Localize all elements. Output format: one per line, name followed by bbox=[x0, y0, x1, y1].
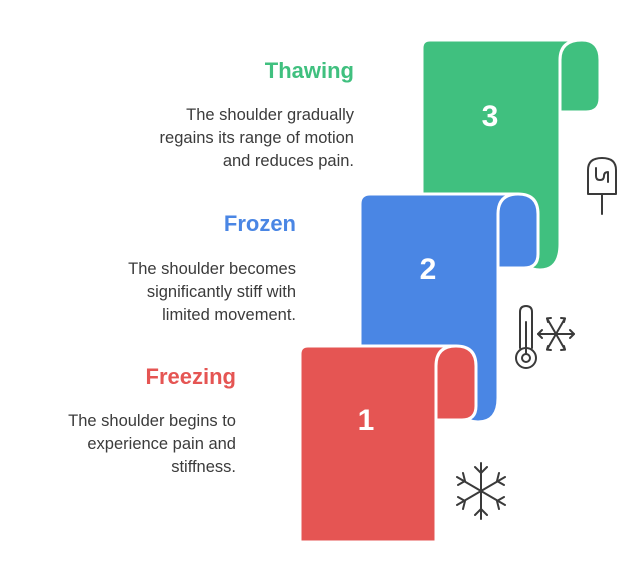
stage-number-frozen: 2 bbox=[419, 253, 437, 286]
stage-title-frozen: Frozen bbox=[223, 211, 296, 236]
stage-title-freezing: Freezing bbox=[145, 364, 236, 389]
description-line: significantly stiff with bbox=[146, 283, 296, 301]
description-line: The shoulder gradually bbox=[186, 106, 354, 124]
description-line: stiffness. bbox=[171, 458, 236, 476]
banner-freezing bbox=[298, 344, 478, 544]
popsicle-icon bbox=[587, 157, 617, 215]
description-line: The shoulder becomes bbox=[128, 260, 296, 278]
description-line: The shoulder begins to bbox=[68, 412, 236, 430]
stage-title-thawing: Thawing bbox=[264, 58, 354, 83]
stage-description-freezing: The shoulder begins to experience pain a… bbox=[68, 410, 236, 479]
stage-description-thawing: The shoulder gradually regains its range… bbox=[160, 104, 354, 173]
stage-number-thawing: 3 bbox=[481, 100, 499, 133]
description-line: regains its range of motion bbox=[159, 129, 354, 147]
snowflake-icon bbox=[456, 462, 506, 520]
description-line: experience pain and bbox=[87, 435, 236, 453]
description-line: and reduces pain. bbox=[222, 152, 354, 170]
description-line: limited movement. bbox=[162, 306, 296, 324]
stage-description-frozen: The shoulder becomes significantly stiff… bbox=[128, 258, 296, 327]
stage-number-freezing: 1 bbox=[357, 404, 375, 437]
thermometer-snowflake-icon bbox=[515, 305, 575, 369]
